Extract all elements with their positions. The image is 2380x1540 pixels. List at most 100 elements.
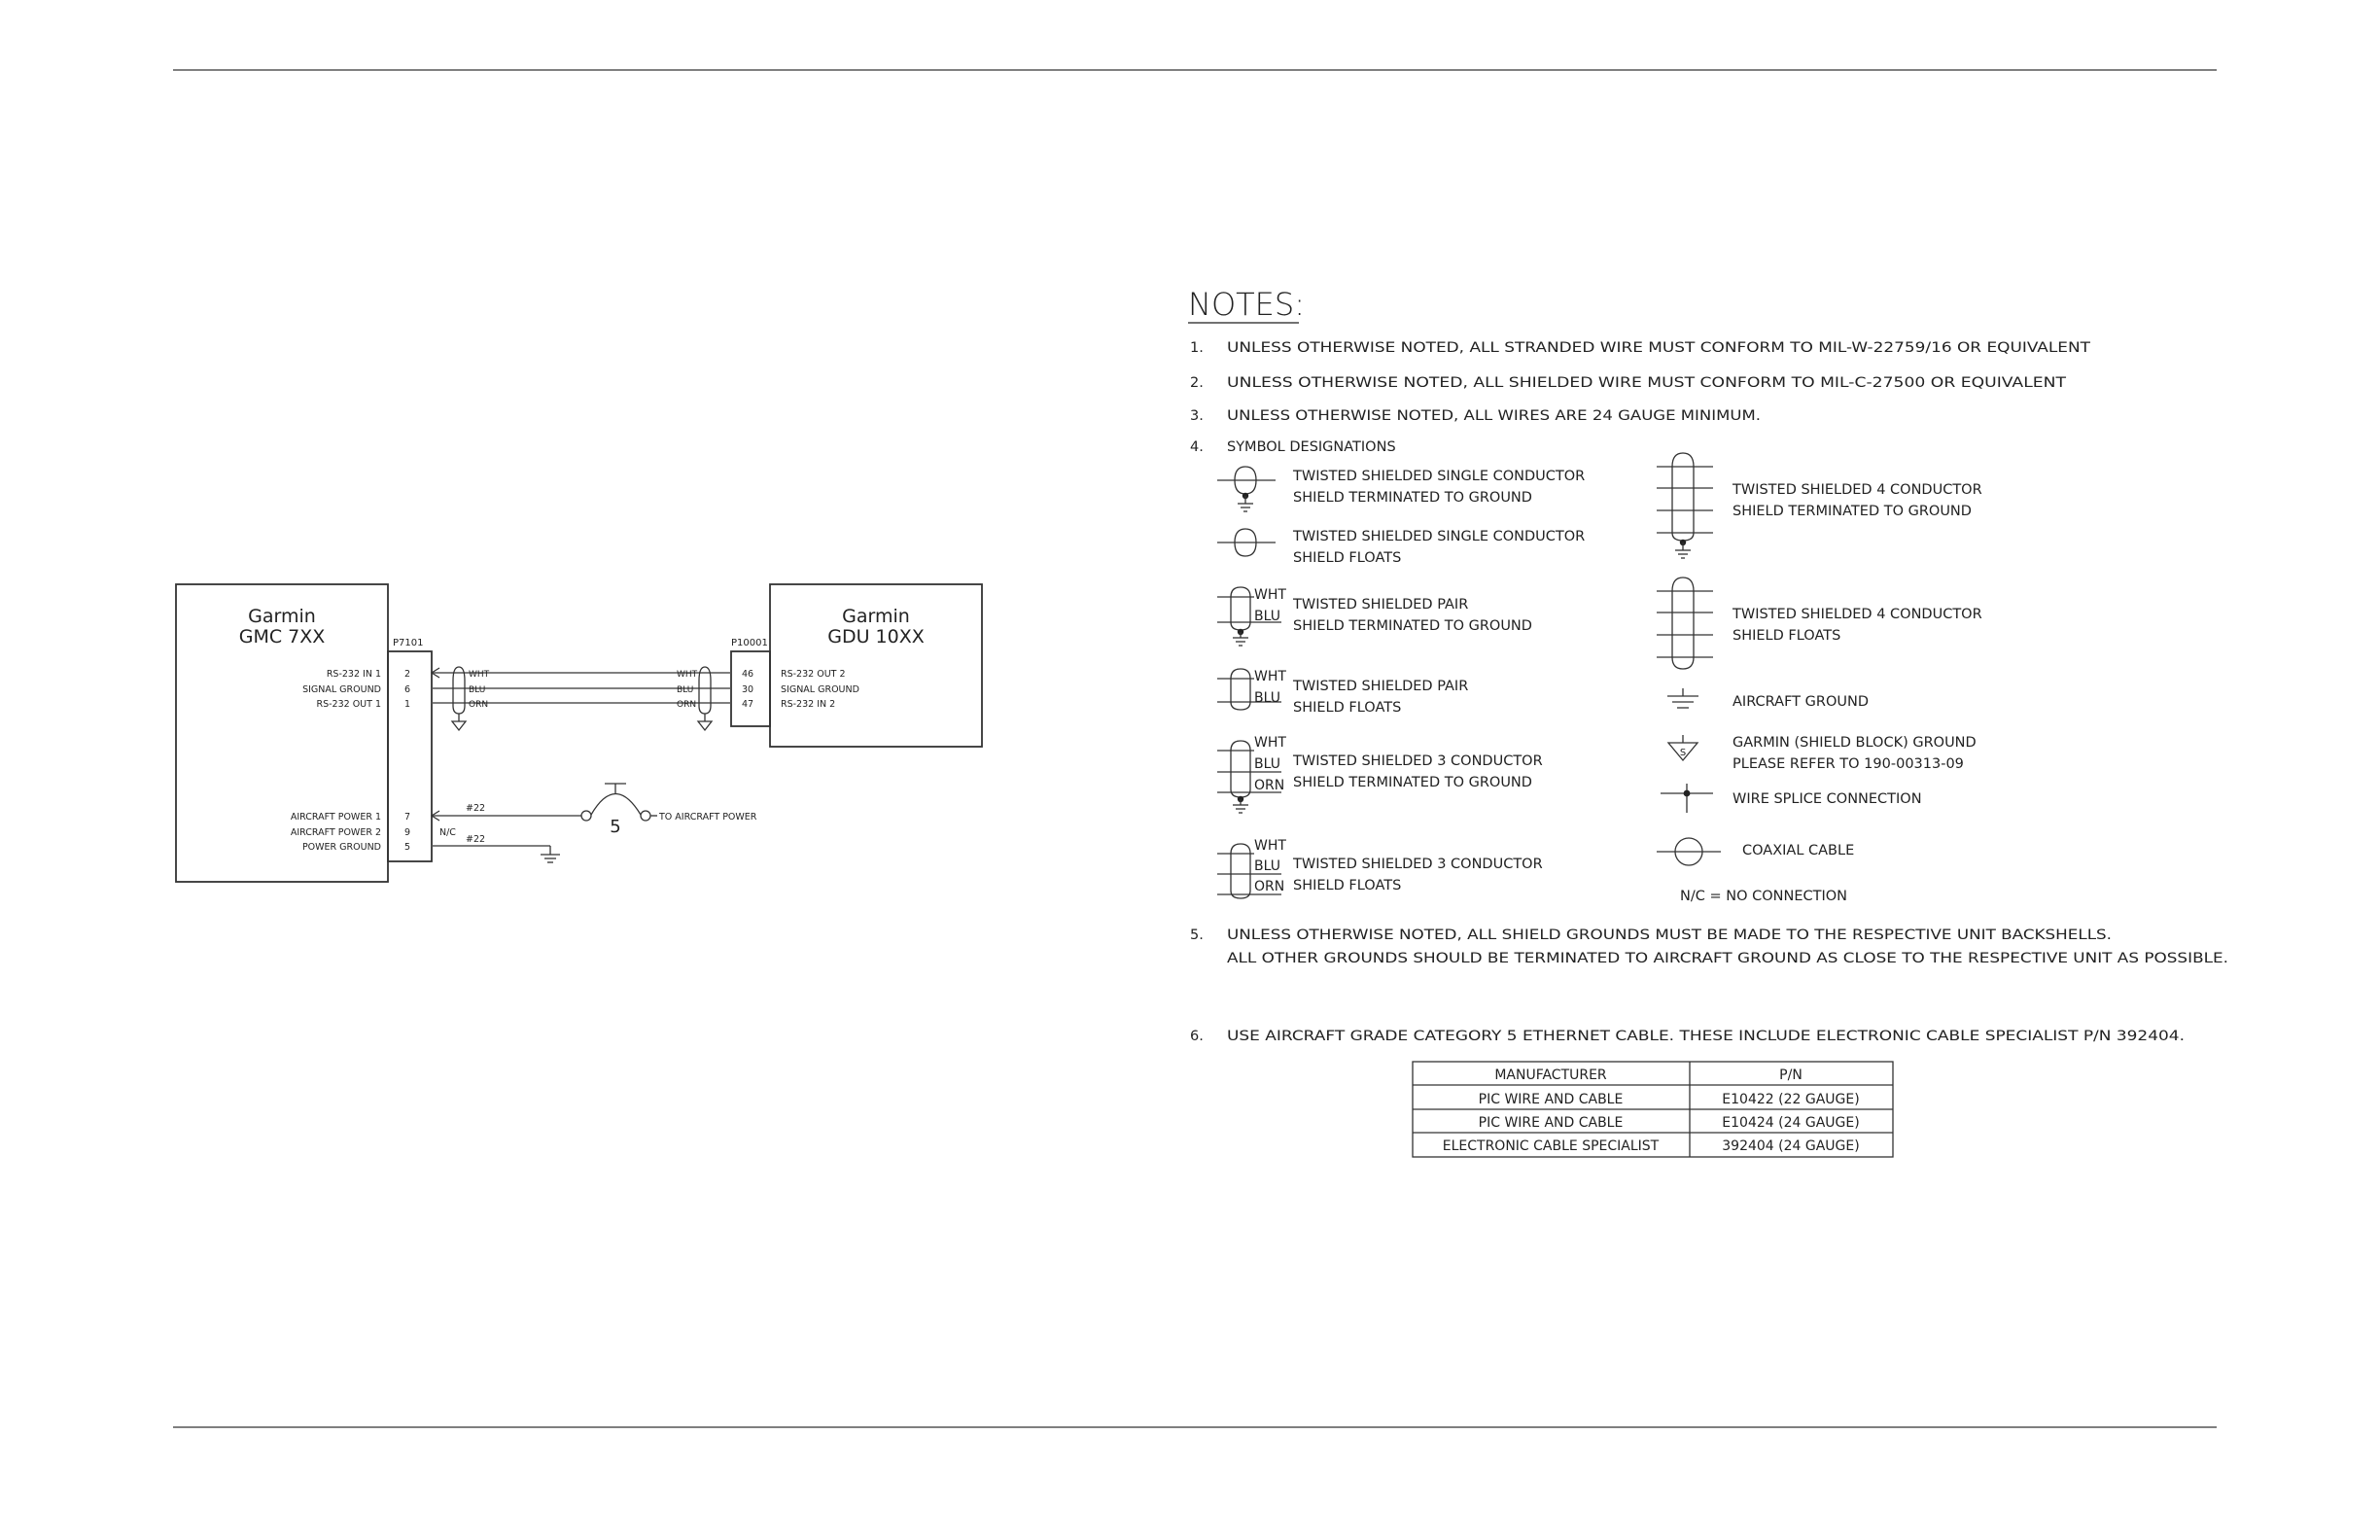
gmc-connector-label: P7101 — [393, 638, 423, 648]
symbol-right-5-line1: WIRE SPLICE CONNECTION — [1732, 791, 1922, 807]
symbol-four-floats — [1657, 577, 1713, 670]
coaxial-cable-icon — [1657, 837, 1721, 866]
power-label-1: AIRCRAFT POWER 1 — [291, 812, 381, 822]
power-pin-2: 9 — [404, 827, 410, 838]
gmc-signal-label-3: RS-232 OUT 1 — [316, 699, 381, 710]
gdu-pin-1: 46 — [742, 669, 753, 680]
symbol-pair-grounded — [1217, 586, 1281, 647]
symbol-left-5-orn: ORN — [1254, 778, 1284, 793]
note-1-num: 1. — [1190, 340, 1204, 356]
gmc-signal-label-2: SIGNAL GROUND — [302, 684, 381, 695]
left-shield-ground — [450, 720, 468, 732]
symbol-left-2-line2: SHIELD FLOATS — [1293, 550, 1401, 566]
cable-table-row-1-pn: E10422 (22 GAUGE) — [1722, 1092, 1859, 1107]
garmin-ground-mark: S — [1680, 748, 1686, 758]
symbol-right-4-line2: PLEASE REFER TO 190-00313-09 — [1732, 756, 1964, 772]
right-shield — [698, 666, 712, 715]
breaker-rating: 5 — [610, 817, 620, 837]
gmc-model: GMC 7XX — [239, 626, 326, 648]
power-wire-1-arrow — [430, 810, 440, 822]
wire-splice-icon — [1661, 784, 1713, 813]
symbol-left-6-line2: SHIELD FLOATS — [1293, 878, 1401, 893]
gmc-pin-1: 2 — [404, 669, 410, 680]
symbol-single-floats — [1217, 528, 1276, 557]
gmc-pin-3: 1 — [404, 699, 410, 710]
breaker-terminal-left — [580, 810, 592, 822]
to-aircraft-power-label: TO AIRCRAFT POWER — [658, 812, 757, 822]
cable-table-row-3-manufacturer: ELECTRONIC CABLE SPECIALIST — [1443, 1138, 1660, 1154]
gdu-signal-label-3: RS-232 IN 2 — [781, 699, 835, 710]
wire-label-orn-right: ORN — [677, 700, 696, 710]
note-3-num: 3. — [1190, 408, 1204, 424]
notes-title: NOTES: — [1188, 286, 1305, 323]
cable-table-row-2-pn: E10424 (24 GAUGE) — [1722, 1115, 1859, 1131]
aircraft-ground-icon — [1667, 688, 1698, 709]
symbol-left-5-wht: WHT — [1254, 735, 1286, 751]
gdu-connector-label: P10001 — [731, 638, 768, 648]
gdu-signal-label-2: SIGNAL GROUND — [781, 684, 859, 695]
wire-label-blu-left: BLU — [469, 685, 485, 695]
symbol-left-5-blu: BLU — [1254, 756, 1280, 772]
symbol-left-4-blu: BLU — [1254, 690, 1280, 706]
symbol-left-6-blu: BLU — [1254, 858, 1280, 874]
right-shield-ground — [696, 720, 714, 732]
symbol-left-2-line1: TWISTED SHIELDED SINGLE CONDUCTOR — [1292, 529, 1585, 544]
symbol-left-1-line1: TWISTED SHIELDED SINGLE CONDUCTOR — [1292, 469, 1585, 484]
symbol-left-6-orn: ORN — [1254, 879, 1284, 894]
note-6-num: 6. — [1190, 1029, 1204, 1044]
gmc-pin-2: 6 — [404, 684, 410, 695]
wire-label-wht-right: WHT — [677, 670, 698, 680]
note-3-text: UNLESS OTHERWISE NOTED, ALL WIRES ARE 24… — [1227, 408, 1761, 424]
symbol-three-floats — [1217, 843, 1281, 899]
gdu-pin-2: 30 — [742, 684, 753, 695]
gmc-connector — [387, 650, 433, 862]
power-wire-label-2: N/C — [439, 827, 456, 838]
cable-table-header-pn: P/N — [1779, 1068, 1802, 1083]
power-label-2: AIRCRAFT POWER 2 — [291, 827, 381, 838]
note-5-num: 5. — [1190, 928, 1204, 943]
cable-table-row-3-pn: 392404 (24 GAUGE) — [1722, 1138, 1859, 1154]
gmc-brand: Garmin — [248, 606, 316, 627]
symbol-left-6-line1: TWISTED SHIELDED 3 CONDUCTOR — [1292, 857, 1543, 872]
cable-table-row-2-manufacturer: PIC WIRE AND CABLE — [1479, 1115, 1624, 1131]
note-6-text: USE AIRCRAFT GRADE CATEGORY 5 ETHERNET C… — [1227, 1029, 2185, 1044]
gdu-pin-3: 47 — [742, 699, 753, 710]
note-2-num: 2. — [1190, 375, 1204, 391]
power-pin-3: 5 — [404, 842, 410, 853]
gdu-brand: Garmin — [842, 606, 910, 627]
symbol-left-4-line2: SHIELD FLOATS — [1293, 700, 1401, 716]
wire-wht-arrow — [430, 667, 440, 679]
note-4-text: SYMBOL DESIGNATIONS — [1227, 439, 1396, 455]
symbol-left-3-blu: BLU — [1254, 609, 1280, 624]
power-label-3: POWER GROUND — [302, 842, 381, 853]
note-5-line2: ALL OTHER GROUNDS SHOULD BE TERMINATED T… — [1227, 951, 2228, 966]
note-4-num: 4. — [1190, 439, 1204, 455]
symbol-pair-floats — [1217, 668, 1281, 711]
schematic: Garmin GMC 7XX P7101 RS-232 IN 1 SIGNAL … — [175, 583, 983, 883]
power-wire-label-1: #22 — [466, 803, 485, 814]
symbol-right-3-line1: AIRCRAFT GROUND — [1732, 694, 1869, 710]
gdu-model: GDU 10XX — [827, 626, 925, 648]
note-1-text: UNLESS OTHERWISE NOTED, ALL STRANDED WIR… — [1227, 340, 2090, 356]
no-connection-legend: N/C = NO CONNECTION — [1680, 889, 1847, 904]
symbol-left-4-line1: TWISTED SHIELDED PAIR — [1292, 679, 1468, 694]
wire-label-blu-right: BLU — [677, 685, 693, 695]
symbol-left-4-wht: WHT — [1254, 669, 1286, 684]
symbol-left-6-wht: WHT — [1254, 838, 1286, 854]
breaker-terminal-right — [640, 810, 651, 822]
note-5-line1: UNLESS OTHERWISE NOTED, ALL SHIELD GROUN… — [1227, 928, 2112, 943]
symbol-left-5-line1: TWISTED SHIELDED 3 CONDUCTOR — [1292, 753, 1543, 769]
cable-table — [1412, 1061, 1894, 1158]
circuit-breaker — [590, 792, 642, 816]
wire-label-wht-left: WHT — [469, 670, 490, 680]
garmin-shield-ground-icon — [1666, 735, 1699, 762]
note-2-text: UNLESS OTHERWISE NOTED, ALL SHIELDED WIR… — [1227, 375, 2066, 391]
symbol-left-3-wht: WHT — [1254, 587, 1286, 603]
symbol-three-grounded — [1217, 740, 1281, 814]
symbol-single-grounded — [1217, 466, 1276, 512]
symbol-left-3-line2: SHIELD TERMINATED TO GROUND — [1293, 618, 1532, 634]
symbol-four-grounded — [1657, 452, 1713, 559]
cable-table-header-manufacturer: MANUFACTURER — [1494, 1068, 1607, 1083]
symbol-left-1-line2: SHIELD TERMINATED TO GROUND — [1293, 490, 1532, 506]
